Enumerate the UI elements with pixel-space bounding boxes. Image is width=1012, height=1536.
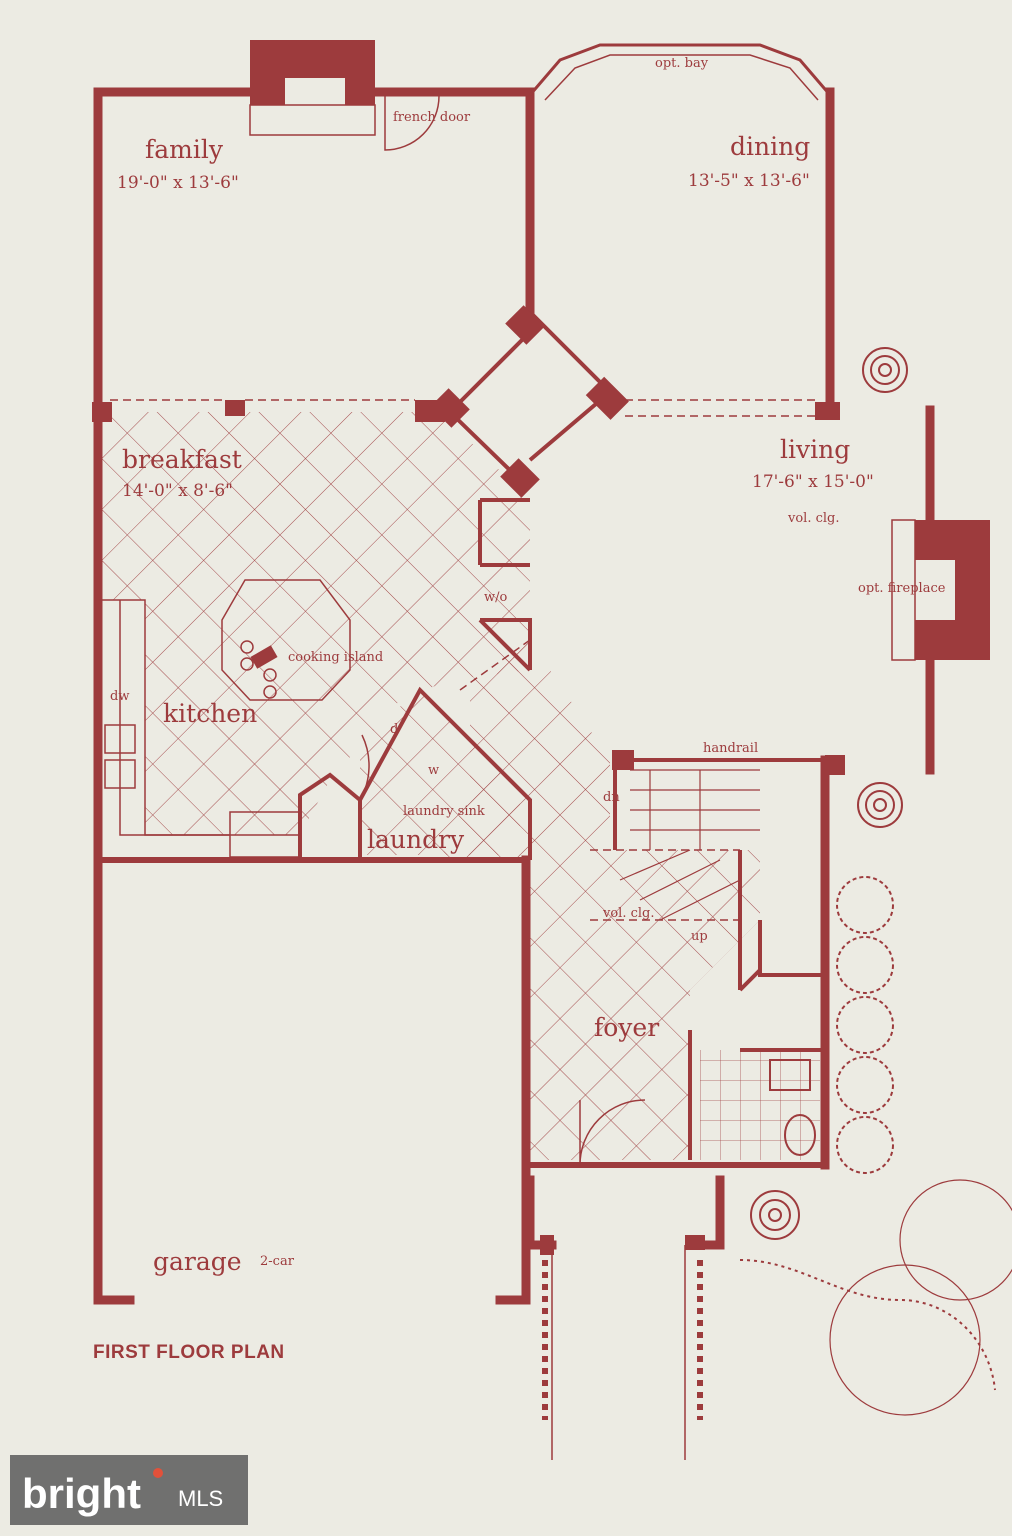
- laundry-sink-label: laundry sink: [403, 804, 485, 819]
- dining-room-dims: 13'-5" x 13'-6": [688, 171, 810, 191]
- chimney: [250, 40, 990, 660]
- tiled-floor: [98, 412, 820, 1160]
- garage-room-name: garage: [153, 1247, 242, 1276]
- living-room-name: living: [780, 435, 850, 464]
- walkway: [551, 1245, 686, 1460]
- french-door-label: french door: [393, 110, 471, 125]
- interior-walls: [298, 310, 825, 1160]
- watermark-suffix: MLS: [178, 1486, 223, 1511]
- hearth: [249, 104, 916, 661]
- room-labels: family 19'-0" x 13'-6" opt. bay french d…: [93, 56, 946, 1363]
- bay-window: [528, 43, 832, 101]
- kitchen-room-name: kitchen: [163, 699, 257, 728]
- living-room-dims: 17'-6" x 15'-0": [752, 472, 874, 492]
- foyer-room-name: foyer: [594, 1013, 659, 1042]
- door-swings: [359, 95, 646, 1166]
- opt-bay-label: opt. bay: [655, 56, 709, 71]
- columns: [92, 305, 845, 1255]
- dining-room-name: dining: [730, 132, 810, 161]
- stairs-down-label: dn: [603, 790, 620, 805]
- staircase: [619, 769, 760, 921]
- breakfast-room-dims: 14'-0" x 8'-6": [122, 481, 233, 501]
- wo-label: w/o: [484, 590, 508, 605]
- laundry-room-name: laundry: [367, 825, 465, 854]
- family-room-name: family: [145, 135, 224, 164]
- kitchen-counters: [98, 579, 351, 858]
- living-room-note: vol. clg.: [787, 511, 840, 526]
- cooking-island-label: cooking island: [288, 650, 383, 665]
- cooktop: [240, 640, 278, 699]
- powder-room-fixtures: [769, 1059, 816, 1156]
- landscaping: [542, 347, 1012, 1420]
- garage-note: 2-car: [260, 1254, 295, 1269]
- watermark: bright MLS: [10, 1455, 248, 1525]
- watermark-dot-icon: [153, 1468, 163, 1478]
- plan-title: FIRST FLOOR PLAN: [93, 1342, 285, 1363]
- exterior-walls: [93, 87, 935, 1305]
- washer-label: w: [428, 763, 439, 778]
- openings: [110, 399, 815, 921]
- watermark-brand: bright: [22, 1470, 141, 1517]
- handrail-label: handrail: [703, 741, 758, 756]
- dishwasher-label: dw: [110, 689, 129, 704]
- stairs-up-label: up: [691, 929, 708, 944]
- opt-fireplace-label: opt. fireplace: [858, 581, 946, 596]
- family-room-dims: 19'-0" x 13'-6": [117, 173, 239, 193]
- breakfast-room-name: breakfast: [122, 445, 242, 474]
- foyer-note: vol. clg.: [602, 906, 655, 921]
- dryer-label: d: [390, 722, 398, 737]
